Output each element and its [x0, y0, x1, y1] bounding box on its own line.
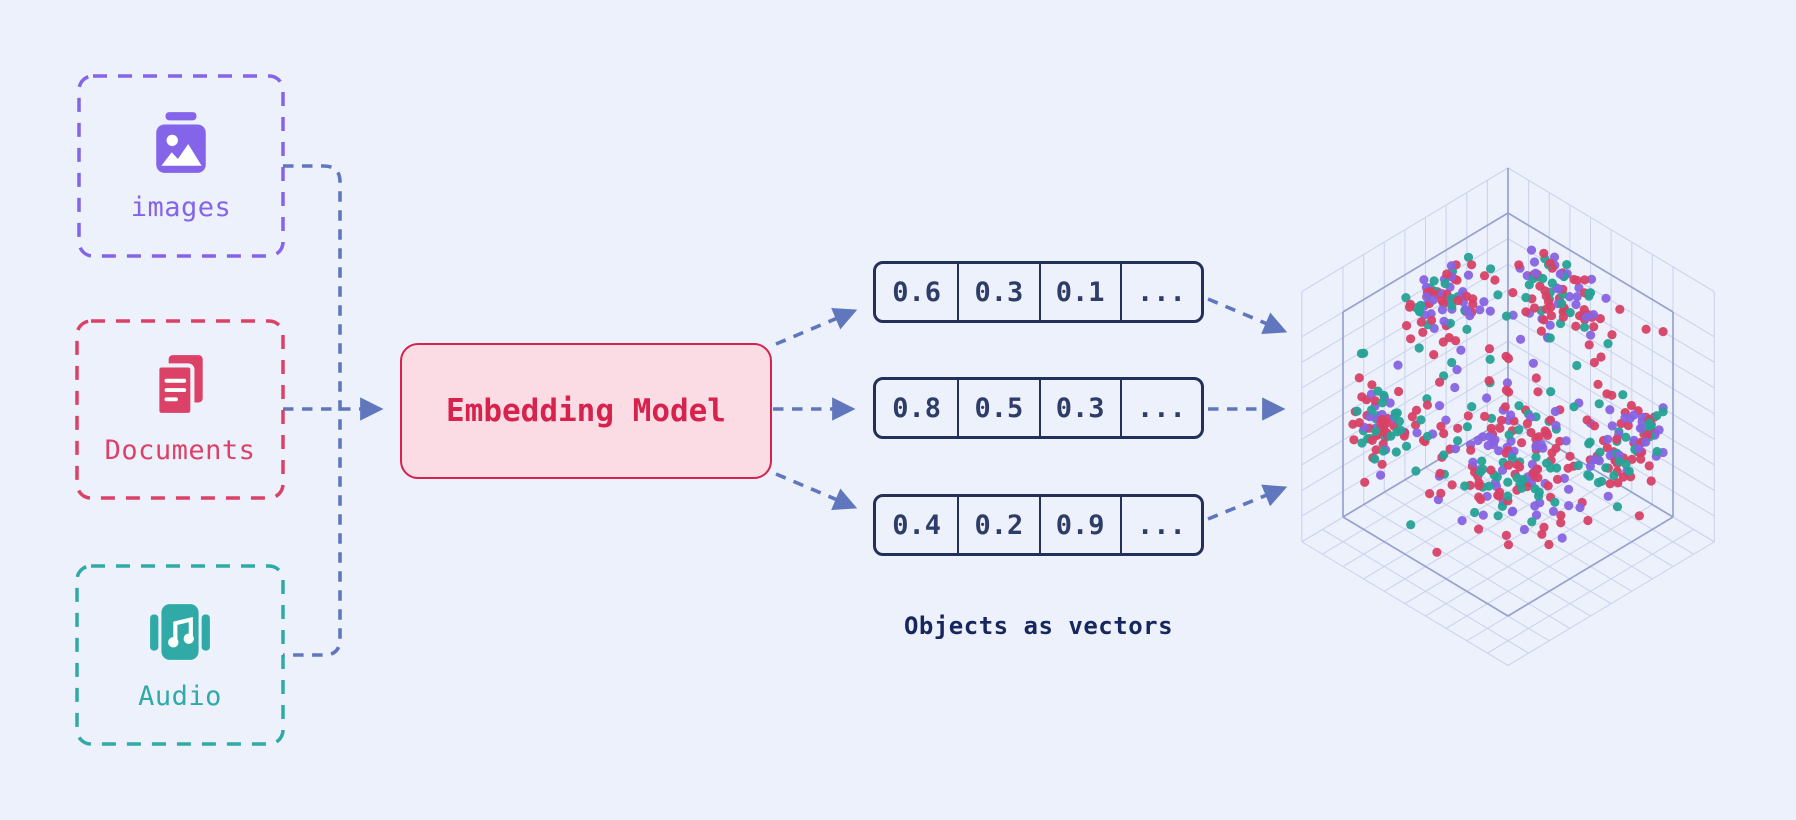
vector-cell: ...	[1119, 380, 1201, 436]
source-label-images: images	[130, 191, 232, 223]
vector-cell: 0.1	[1038, 264, 1120, 320]
source-box-documents: Documents	[77, 321, 283, 498]
source-box-border-audio	[75, 564, 285, 746]
arrow-model-to-vector-3	[775, 472, 858, 511]
source-label-documents: Documents	[104, 435, 256, 466]
vector-cell: ...	[1119, 497, 1201, 553]
vector-row-3: 0.4 0.2 0.9 ...	[873, 494, 1204, 556]
vector-cell: 0.4	[892, 509, 942, 541]
image-icon	[156, 111, 206, 173]
vector-cell: 0.6	[892, 276, 942, 308]
source-box-audio: Audio	[77, 566, 283, 744]
vector-cell: ...	[1119, 264, 1201, 320]
embedding-model-label: Embedding Model	[446, 393, 726, 429]
arrow-model-to-vector-1	[775, 307, 858, 346]
vector-cell: 0.3	[957, 264, 1038, 320]
documents-icon	[155, 355, 203, 417]
source-box-border-images	[77, 74, 285, 258]
source-box-images: images	[79, 76, 283, 256]
vector-cell: 0.5	[957, 380, 1038, 436]
vector-space-points	[1348, 245, 1668, 557]
vector-cell: 0.8	[892, 392, 942, 424]
vector-cell: 0.3	[1038, 380, 1120, 436]
source-label-audio: Audio	[138, 680, 222, 712]
vector-row-2: 0.8 0.5 0.3 ...	[873, 377, 1204, 439]
audio-icon	[150, 603, 210, 660]
vector-cell: 0.9	[1038, 497, 1120, 553]
objects-as-vectors-caption: Objects as vectors	[903, 612, 1174, 640]
vector-row-1: 0.6 0.3 0.1 ...	[873, 261, 1204, 323]
arrow-vector3-to-space	[1207, 484, 1288, 521]
arrow-vector1-to-space	[1207, 297, 1288, 335]
vector-cell: 0.2	[957, 497, 1038, 553]
source-box-border-documents	[75, 319, 285, 500]
embedding-model-box: Embedding Model	[400, 343, 772, 479]
